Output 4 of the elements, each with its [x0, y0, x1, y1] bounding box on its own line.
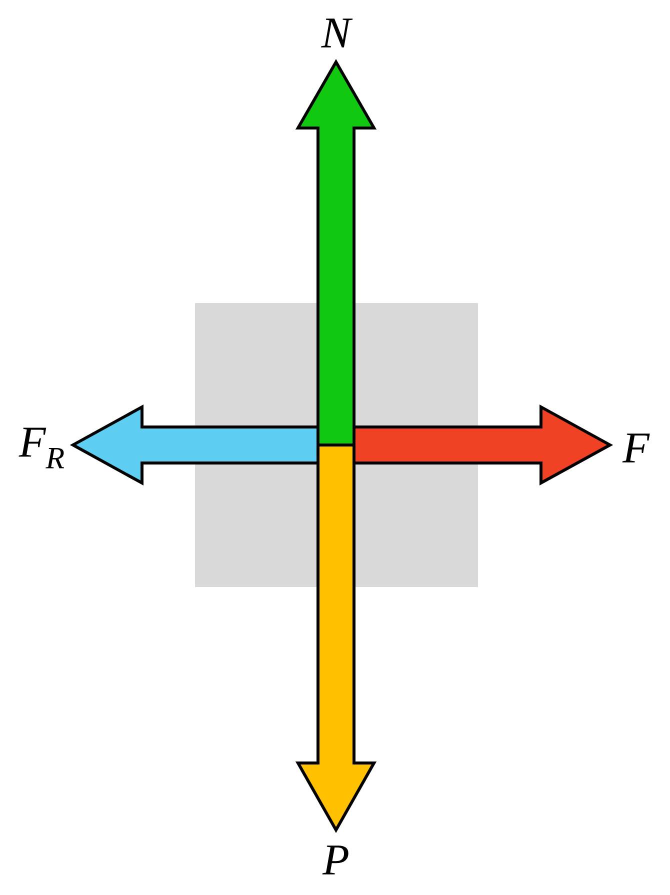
- force-label: F$_{R}$: [18, 428, 64, 468]
- force-label: F: [622, 434, 650, 462]
- force-label: N: [321, 18, 353, 48]
- force-label: P: [322, 846, 348, 874]
